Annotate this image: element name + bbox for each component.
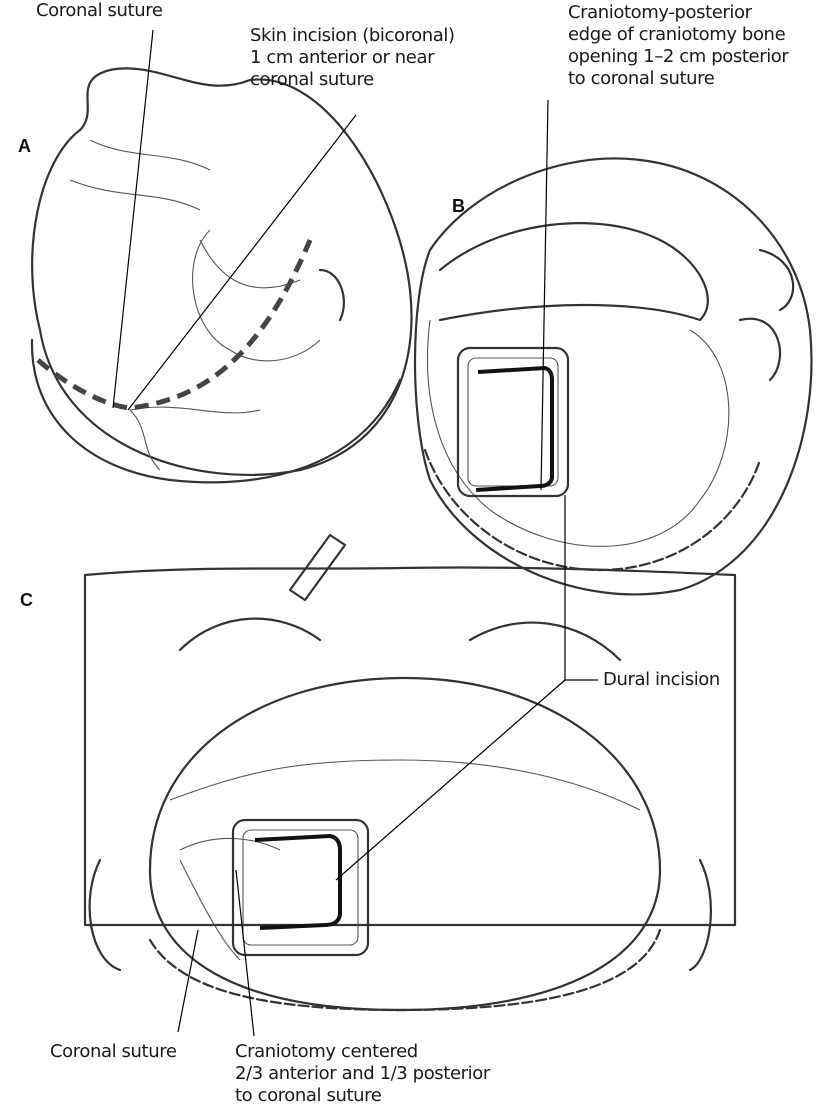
panel-label-c: C — [20, 590, 33, 610]
label-line: 1 cm anterior or near — [250, 47, 435, 68]
label-line: to coronal suture — [235, 1085, 382, 1106]
label-line: edge of craniotomy bone — [568, 24, 786, 45]
head-b-drawing — [413, 157, 813, 596]
label-line: 2/3 anterior and 1/3 posterior — [235, 1063, 490, 1084]
label-dural-incision: Dural incision — [603, 669, 720, 690]
label-coronal-suture-top: Coronal suture — [36, 0, 163, 21]
label-craniotomy-centered: Craniotomy centered 2/3 anterior and 1/3… — [235, 1041, 490, 1107]
panel-label-b: B — [452, 196, 465, 216]
panel-label-a: A — [18, 136, 31, 156]
label-line: Skin incision (bicoronal) — [250, 25, 455, 46]
label-skin-incision: Skin incision (bicoronal) 1 cm anterior … — [250, 25, 455, 91]
label-coronal-suture-bottom: Coronal suture — [50, 1041, 177, 1062]
label-line: Craniotomy-posterior — [568, 2, 752, 23]
head-a-drawing — [30, 67, 413, 484]
leader-craniotomy-posterior — [540, 99, 549, 491]
label-line: to coronal suture — [568, 68, 715, 89]
leader-skin-incision — [127, 114, 357, 411]
label-line: Craniotomy centered — [235, 1041, 418, 1062]
label-craniotomy-posterior: Craniotomy-posterior edge of craniotomy … — [568, 2, 789, 90]
leader-dural-incision-c — [335, 679, 566, 881]
leader-coronal-suture-top — [112, 29, 154, 409]
head-c-drawing — [83, 533, 737, 1012]
label-line: coronal suture — [250, 69, 374, 90]
leader-coronal-suture-bottom — [177, 929, 199, 1033]
label-line: opening 1–2 cm posterior — [568, 46, 789, 67]
leader-craniotomy-centered — [235, 869, 255, 1037]
